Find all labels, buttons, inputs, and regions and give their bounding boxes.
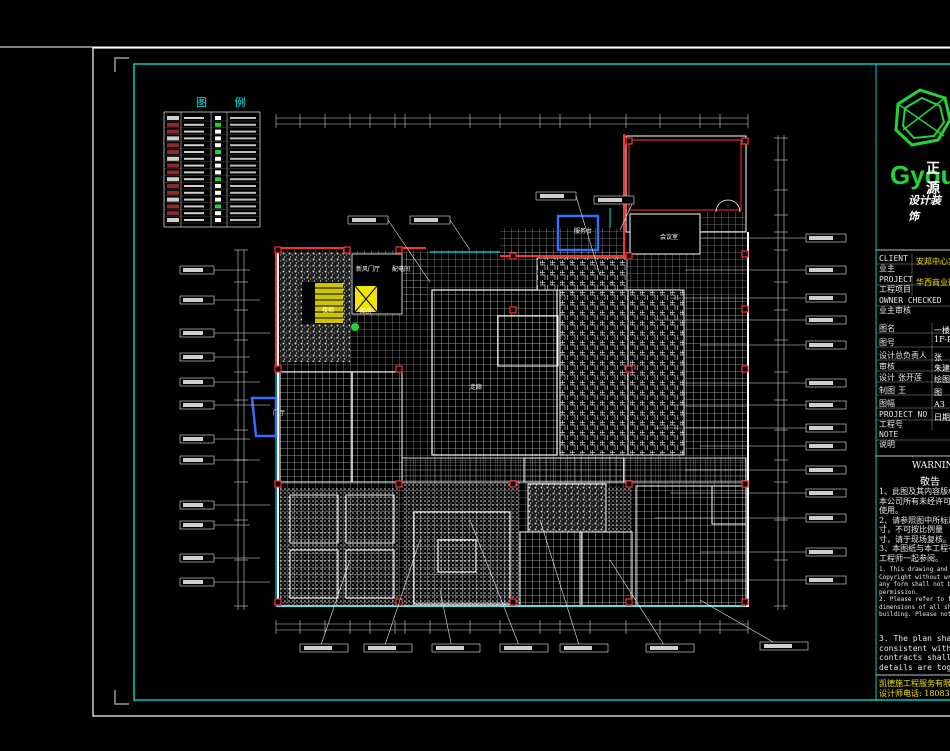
note-line: contracts shall cons (879, 653, 950, 662)
title-row-label-cn: 工程项目 (879, 285, 911, 294)
note-line: 寸，不可按比例量 (879, 525, 943, 534)
floor-plan (250, 134, 749, 607)
note-line: 1、此图及其内容版权属 (879, 487, 950, 496)
title-row-label: 图幅 (879, 399, 895, 408)
title-row-label-cn: 业主审核 (879, 306, 911, 315)
note-line: 使用。 (879, 506, 903, 515)
title-row-label-cn: 说明 (879, 440, 895, 449)
title-row-label: 图号 (879, 338, 895, 347)
bottom-dimension-lines (275, 620, 749, 634)
title-block (876, 88, 950, 676)
title-row-label: 设计总负责人 (879, 351, 927, 360)
side-dimension-lines (234, 135, 788, 610)
note-line: 本公司所有未经许可 (879, 496, 950, 506)
note-line: 2. Please refer to figure dim (879, 596, 950, 603)
title-row-label: 审核 (879, 362, 895, 371)
title-row-label-cn: 王 (898, 386, 906, 395)
title-row-value: 朱建军 (934, 364, 950, 373)
room-label: 新风门厅 (356, 266, 381, 273)
title-row-label: PROJECT (879, 275, 913, 284)
note-line: consistent with th (879, 643, 950, 653)
title-row-value: 绘图 (934, 375, 950, 384)
room-label: 库房 (360, 308, 373, 315)
note-line: Copyright without writ (879, 573, 950, 581)
note-line: 3、本图纸与本工程有 (879, 544, 950, 553)
title-row-label: OWNER CHECKED (879, 296, 942, 305)
title-row-value: 华西商业街装 (916, 278, 950, 287)
drawing-border (133, 63, 950, 701)
note-line: details are togeth (879, 662, 950, 672)
logo-text: Gyou (890, 160, 950, 190)
brand-logo (894, 88, 950, 147)
title-row-label-cn: 张开莲 (898, 373, 922, 382)
designer-phone: 设计师电话: 18083 (879, 689, 950, 698)
company-name: 凯德施工程服务有限 (879, 679, 950, 688)
note-line: 3. The plan shall (879, 634, 950, 643)
room-label: 服务台 (574, 228, 593, 235)
top-dimension-lines (275, 114, 749, 128)
title-row-label-cn: 工程号 (879, 420, 903, 429)
note-line: dimensions of all shop... (879, 603, 950, 611)
title-row-label: NOTE (879, 430, 899, 439)
title-row-value: 一楼面层平面 (934, 326, 950, 335)
title-row-label: 图名 (879, 324, 895, 333)
note-line: building. Please notice the bef (879, 611, 950, 618)
title-row-value: 安邦中心实业 (916, 257, 950, 266)
annotation-tags (179, 191, 847, 653)
warning-cn: 敬告 (920, 477, 940, 488)
legend-title: 图 例 (196, 96, 258, 109)
room-label: 配电间 (392, 266, 411, 273)
note-line: 工程师一起参阅。 (879, 553, 943, 563)
room-label: 楼梯 (322, 307, 335, 314)
note-line: 寸，请于现场复核。 (879, 534, 950, 544)
room-label: 门厅 (273, 410, 286, 417)
title-row-value: A3 (934, 400, 945, 409)
room-label: 会议室 (660, 234, 679, 241)
title-row-value: 图 (934, 388, 942, 397)
title-row-label: CLIENT (879, 254, 908, 263)
note-line: 1. This drawing and its con (879, 566, 950, 573)
note-line: permission. (879, 588, 919, 596)
title-row-label: PROJECT NO (879, 410, 928, 419)
room-label: 走廊 (470, 384, 483, 391)
legend-table (163, 111, 261, 228)
warning-title: WARNING (912, 461, 950, 471)
title-row-value: 1F-P- (934, 335, 950, 344)
note-line: 2、请参照图中所标尺 (879, 515, 950, 525)
title-row-value: 张 (934, 353, 942, 362)
sheet-frame (92, 47, 950, 717)
title-row-value: 日期 (934, 413, 950, 422)
title-row-label: 制图 (879, 386, 895, 395)
logo-cn: 正源 (926, 160, 940, 196)
title-row-label: 设计 (879, 373, 895, 382)
note-line: any form shall not be (879, 581, 950, 588)
logo-slogan: 设计装饰 (908, 195, 941, 223)
title-row-label-cn: 业主 (879, 264, 895, 273)
